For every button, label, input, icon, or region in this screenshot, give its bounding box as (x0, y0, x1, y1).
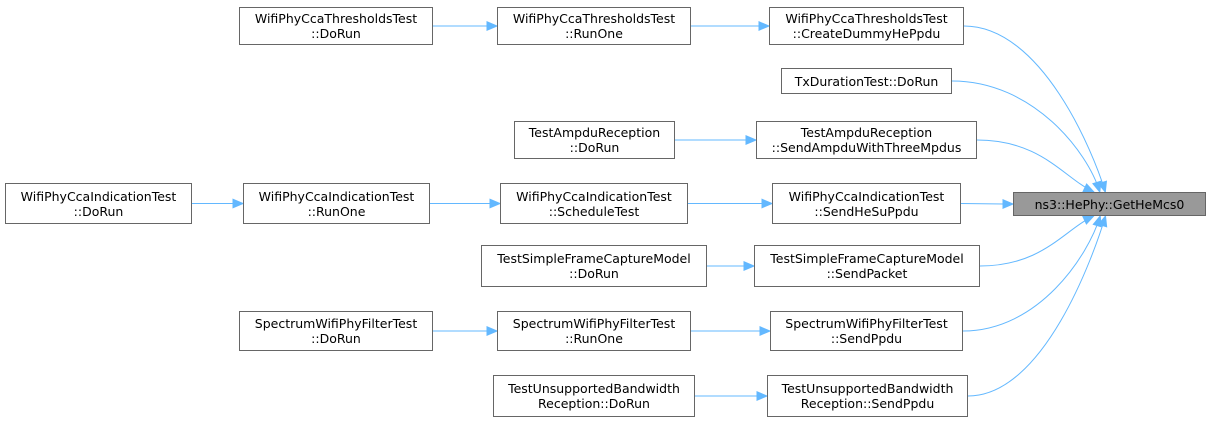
node-label-line: TxDurationTest::DoRun (794, 73, 939, 89)
node-cca-ind-sendhe[interactable]: WifiPhyCcaIndicationTest::SendHeSuPpdu (772, 183, 961, 224)
node-txdur-dorun[interactable]: TxDurationTest::DoRun (781, 68, 952, 94)
node-label-line: ::ScheduleTest (548, 203, 640, 219)
edge-arrowhead (1082, 215, 1095, 225)
node-ampdu-send[interactable]: TestAmpduReception::SendAmpduWithThreeMp… (756, 121, 977, 159)
edge-arrowhead (486, 21, 499, 31)
node-label-line: TestUnsupportedBandwidth (781, 381, 954, 396)
node-cca-thr-dummy[interactable]: WifiPhyCcaThresholdsTest::CreateDummyHeP… (769, 7, 964, 45)
node-filter-send[interactable]: SpectrumWifiPhyFilterTest::SendPpdu (770, 311, 963, 351)
node-label-line: ::RunOne (565, 331, 623, 346)
node-label-line: ::DoRun (311, 26, 361, 41)
edge-sfcm-send-to-getmcs0 (979, 215, 1094, 267)
node-filter-runone[interactable]: SpectrumWifiPhyFilterTest::RunOne (497, 311, 691, 351)
node-cca-thr-dorun[interactable]: WifiPhyCcaThresholdsTest::DoRun (239, 7, 433, 45)
node-label-line: TestAmpduReception (528, 125, 661, 140)
node-label-line: ns3::HePhy::GetHeMcs0 (1034, 196, 1185, 212)
edge-arrowhead (232, 198, 245, 209)
node-sfcm-dorun[interactable]: TestSimpleFrameCaptureModel::DoRun (481, 245, 707, 287)
node-label-line: ::DoRun (569, 140, 620, 155)
edge-arrowhead (761, 198, 774, 209)
node-label-line: WifiPhyCcaIndicationTest (20, 188, 177, 204)
edge-arrowhead (486, 326, 499, 336)
edge-arrowhead (489, 198, 502, 209)
node-label-line: TestUnsupportedBandwidth (508, 381, 680, 396)
node-ampdu-dorun[interactable]: TestAmpduReception::DoRun (514, 121, 675, 159)
edge-txdur-dorun-to-getmcs0 (951, 80, 1101, 193)
node-label-line: TestSimpleFrameCaptureModel (770, 251, 964, 266)
node-label-line: WifiPhyCcaThresholdsTest (254, 11, 418, 26)
node-label-line: ::DoRun (569, 266, 619, 281)
node-getmcs0[interactable]: ns3::HePhy::GetHeMcs0 (1013, 192, 1206, 216)
node-label-line: ::SendAmpduWithThreeMpdus (771, 140, 962, 155)
node-label-line: SpectrumWifiPhyFilterTest (254, 316, 418, 331)
node-label-line: WifiPhyCcaThresholdsTest (785, 11, 948, 26)
edge-arrowhead (743, 261, 756, 271)
node-label-line: ::SendHeSuPpdu (814, 203, 919, 219)
node-label-line: Reception::DoRun (538, 396, 650, 411)
node-sfcm-send[interactable]: TestSimpleFrameCaptureModel::SendPacket (754, 245, 980, 287)
edge-cca-ind-sendhe-to-getmcs0 (960, 203, 1005, 205)
node-label-line: WifiPhyCcaIndicationTest (788, 188, 945, 204)
node-label-line: WifiPhyCcaThresholdsTest (512, 11, 676, 26)
node-label-line: ::RunOne (565, 26, 623, 41)
edge-arrowhead (1002, 199, 1015, 209)
edge-unsup-send-to-getmcs0 (967, 215, 1106, 397)
edge-arrowhead (756, 391, 769, 401)
edge-arrowhead (1092, 180, 1102, 194)
edge-arrowhead (1082, 183, 1096, 193)
edge-cca-thr-dummy-to-getmcs0 (963, 25, 1106, 193)
node-label-line: SpectrumWifiPhyFilterTest (785, 316, 948, 331)
node-label-line: Reception::SendPpdu (800, 396, 935, 411)
node-label-line: ::RunOne (307, 203, 366, 219)
edge-filter-send-to-getmcs0 (962, 215, 1101, 332)
edge-arrowhead (1097, 214, 1108, 228)
node-label-line: TestSimpleFrameCaptureModel (497, 251, 691, 266)
node-cca-ind-runone[interactable]: WifiPhyCcaIndicationTest::RunOne (243, 183, 430, 224)
node-label-line: WifiPhyCcaIndicationTest (258, 188, 415, 204)
node-label-line: SpectrumWifiPhyFilterTest (512, 316, 676, 331)
node-label-line: TestAmpduReception (800, 125, 933, 140)
node-label-line: ::SendPacket (826, 266, 908, 281)
node-cca-thr-runone[interactable]: WifiPhyCcaThresholdsTest::RunOne (497, 7, 691, 45)
node-label-line: WifiPhyCcaIndicationTest (516, 188, 672, 204)
edge-ampdu-send-to-getmcs0 (976, 139, 1095, 193)
edge-arrowhead (745, 135, 758, 145)
node-label-line: ::CreateDummyHePpdu (792, 26, 941, 41)
node-label-line: ::DoRun (73, 203, 124, 219)
node-label-line: ::DoRun (311, 331, 361, 346)
node-filter-dorun[interactable]: SpectrumWifiPhyFilterTest::DoRun (239, 311, 433, 351)
edge-arrowhead (759, 326, 772, 336)
node-cca-ind-dorun[interactable]: WifiPhyCcaIndicationTest::DoRun (5, 183, 192, 224)
node-cca-ind-sched[interactable]: WifiPhyCcaIndicationTest::ScheduleTest (500, 183, 688, 224)
node-label-line: ::SendPpdu (830, 331, 903, 346)
edge-arrowhead (758, 21, 771, 31)
